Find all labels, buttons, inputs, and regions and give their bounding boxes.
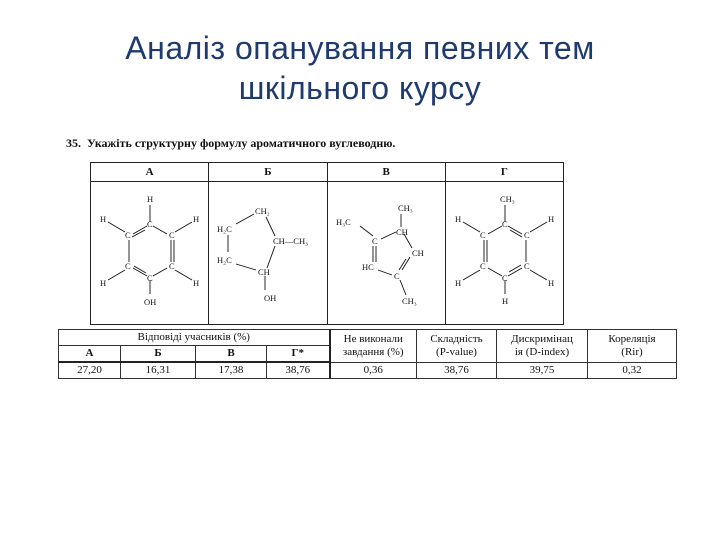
results-header-row-1: Відповіді учасників (%) Не виконали завд… — [58, 329, 677, 363]
atom-c: C — [147, 273, 153, 283]
atom-c: C — [480, 230, 486, 240]
option-letter-a: А — [89, 162, 210, 182]
atom-hc: HC — [362, 262, 374, 272]
atom-ch3: CH₃ — [402, 296, 417, 306]
atom-h3c: H₃C — [336, 217, 351, 227]
header-not-done-line2: завдання (%) — [342, 345, 404, 358]
atom-ch3: CH₃ — [398, 203, 413, 213]
option-letter-v: В — [326, 162, 446, 182]
atom-c: C — [502, 219, 508, 229]
header-correlation-line2: (Rir) — [621, 345, 643, 358]
header-discrimination-line1: Дискримінац — [511, 332, 573, 345]
atom-oh: OH — [264, 293, 276, 303]
atom-h: H — [548, 214, 554, 224]
answer-value-g: 38,76 — [266, 361, 331, 379]
atom-h: H — [502, 296, 508, 306]
atom-c: C — [394, 271, 400, 281]
header-correlation-line1: Кореляція — [608, 332, 656, 345]
results-header-row-2: А Б В Г* — [58, 345, 677, 363]
answer-value-b: 16,31 — [120, 361, 196, 379]
atom-h2c: H₂C — [217, 255, 232, 265]
slide-title-line2: шкільного курсу — [238, 70, 482, 106]
answer-options-table: А Б В Г — [89, 162, 565, 325]
atom-c: C — [480, 261, 486, 271]
difficulty-value: 38,76 — [416, 361, 497, 379]
atom-ch3: CH₃ — [500, 194, 515, 204]
header-difficulty-line1: Складність — [430, 332, 483, 345]
option-cell-b: CH₂ H₂C H₂C CH—CH₃ CH OH — [208, 181, 328, 325]
options-header-row: А Б В Г — [89, 162, 565, 182]
atom-c: C — [524, 261, 530, 271]
answer-letter-b: Б — [120, 345, 196, 363]
atom-c: C — [125, 230, 131, 240]
answer-value-v: 17,38 — [195, 361, 267, 379]
option-cell-a: H C C C C C C H H H H OH — [89, 181, 210, 325]
atom-ch2: CH₂ — [255, 206, 270, 216]
atom-ch: CH — [258, 267, 270, 277]
atom-oh: OH — [144, 297, 156, 307]
question-number: 35. — [66, 136, 81, 150]
header-not-done: Не виконали завдання (%) — [329, 329, 417, 363]
header-answers-group: Відповіді учасників (%) — [58, 329, 331, 346]
atom-h: H — [147, 194, 153, 204]
atom-c: C — [169, 230, 175, 240]
header-difficulty-line2: (P-value) — [436, 345, 477, 358]
option-cell-g: CH₃ C C C C C C H H H H H — [444, 181, 565, 325]
toluene-structure: CH₃ C C C C C C H H H H H — [455, 194, 554, 306]
answer-value-a: 27,20 — [58, 361, 121, 379]
atom-h: H — [193, 278, 199, 288]
atom-h: H — [100, 214, 106, 224]
options-structure-row: H C C C C C C H H H H OH — [89, 181, 565, 325]
header-difficulty: Складність (P-value) — [416, 329, 497, 363]
atom-ch: CH — [396, 227, 408, 237]
option-cell-v: CH₃ H₃C C CH CH HC C CH₃ — [326, 181, 446, 325]
atom-h: H — [193, 214, 199, 224]
option-letter-g: Г — [444, 162, 565, 182]
not-done-value: 0,36 — [329, 361, 417, 379]
slide-title: Аналіз опанування певних тем шкільного к… — [0, 28, 720, 108]
atom-ch: CH — [412, 248, 424, 258]
slide-title-line1: Аналіз опанування певних тем — [125, 30, 595, 66]
atom-h: H — [455, 214, 461, 224]
option-letter-b: Б — [208, 162, 328, 182]
phenol-structure: H C C C C C C H H H H OH — [100, 194, 199, 307]
atom-ch-ch3: CH—CH₃ — [273, 236, 308, 246]
question-body: Укажіть структурну формулу ароматичного … — [87, 136, 396, 150]
answer-letter-v: В — [195, 345, 267, 363]
atom-h2c: H₂C — [217, 224, 232, 234]
discrimination-value: 39,75 — [496, 361, 588, 379]
atom-c: C — [147, 219, 153, 229]
answer-letter-a: А — [58, 345, 121, 363]
atom-c: C — [524, 230, 530, 240]
header-not-done-line1: Не виконали — [343, 332, 403, 345]
atom-c: C — [502, 273, 508, 283]
results-values-row: 27,20 16,31 17,38 38,76 0,36 38,76 39,75… — [58, 361, 677, 379]
atom-c: C — [372, 236, 378, 246]
atom-h: H — [455, 278, 461, 288]
header-discrimination-line2: ія (D-index) — [514, 345, 570, 358]
header-discrimination: Дискримінац ія (D-index) — [496, 329, 588, 363]
question-text: 35. Укажіть структурну формулу ароматично… — [66, 136, 395, 151]
atom-c: C — [125, 261, 131, 271]
header-correlation: Кореляція (Rir) — [587, 329, 677, 363]
atom-c: C — [169, 261, 175, 271]
cyclopentane-structure: CH₂ H₂C H₂C CH—CH₃ CH OH — [217, 206, 308, 303]
results-table: Відповіді учасників (%) Не виконали завд… — [58, 329, 677, 379]
atom-h: H — [100, 278, 106, 288]
correlation-value: 0,32 — [587, 361, 677, 379]
cyclopentadiene-structure: CH₃ H₃C C CH CH HC C CH₃ — [336, 203, 424, 306]
answer-letter-g: Г* — [266, 345, 331, 363]
atom-h: H — [548, 278, 554, 288]
